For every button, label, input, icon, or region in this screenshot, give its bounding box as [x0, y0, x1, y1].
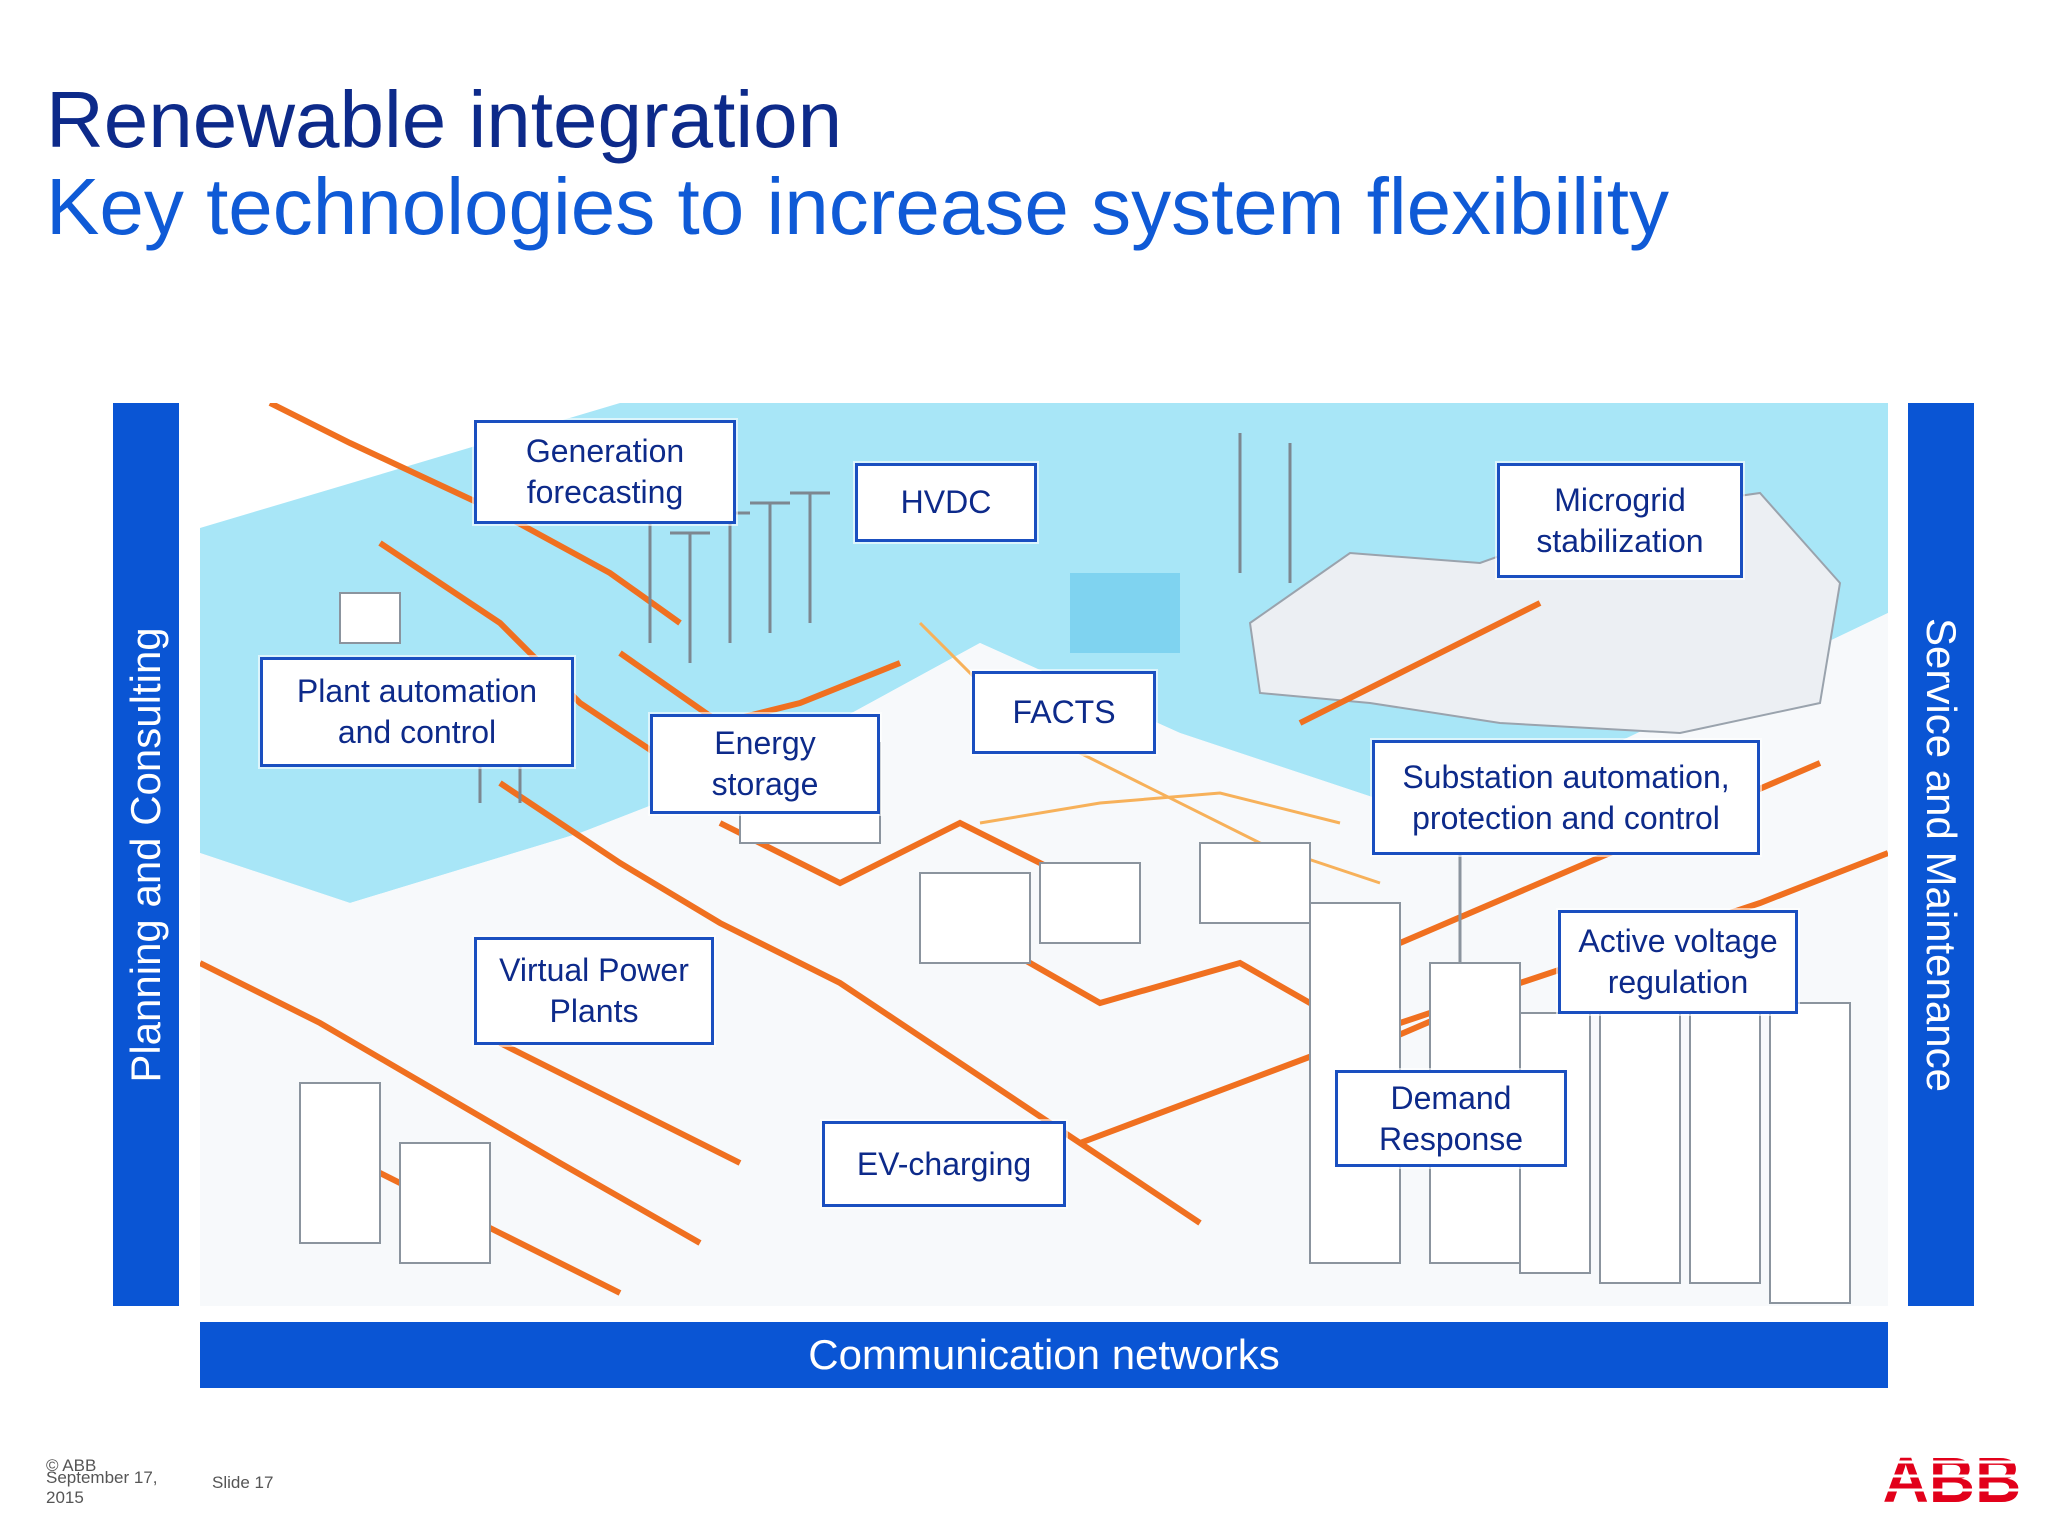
service-maintenance-label: Service and Maintenance	[1918, 617, 1965, 1092]
label-plant-automation: Plant automation and control	[260, 657, 574, 767]
slide-subtitle: Key technologies to increase system flex…	[46, 162, 1669, 251]
planning-consulting-bar: Planning and Consulting	[113, 403, 179, 1306]
label-hvdc: HVDC	[855, 463, 1037, 542]
label-microgrid-stabilization: Microgrid stabilization	[1497, 463, 1743, 578]
footer-copyright: © ABB	[46, 1456, 97, 1475]
label-energy-storage: Energy storage	[650, 714, 880, 814]
label-substation-automation: Substation automation, protection and co…	[1372, 740, 1760, 855]
footer-slide-number: Slide 17	[212, 1473, 274, 1492]
label-generation-forecasting: Generation forecasting	[474, 420, 736, 524]
label-ev-charging: EV-charging	[822, 1121, 1066, 1207]
abb-logo-text: ABB	[1883, 1448, 2022, 1508]
abb-logo-mark: ABB	[1880, 1444, 2025, 1516]
label-active-voltage-regulation: Active voltage regulation	[1558, 910, 1798, 1014]
service-maintenance-bar: Service and Maintenance	[1908, 403, 1974, 1306]
communication-networks-bar: Communication networks	[200, 1322, 1888, 1388]
label-facts: FACTS	[972, 671, 1156, 754]
slide-title: Renewable integration	[46, 75, 843, 164]
communication-networks-label: Communication networks	[808, 1331, 1280, 1378]
planning-consulting-label: Planning and Consulting	[122, 626, 169, 1083]
label-virtual-power-plants: Virtual Power Plants	[474, 937, 714, 1045]
abb-logo: ABB	[1880, 1444, 2025, 1516]
footer-date: September 17, 2015	[46, 1468, 158, 1507]
platform-pad	[1070, 573, 1180, 653]
label-demand-response: Demand Response	[1335, 1070, 1567, 1167]
